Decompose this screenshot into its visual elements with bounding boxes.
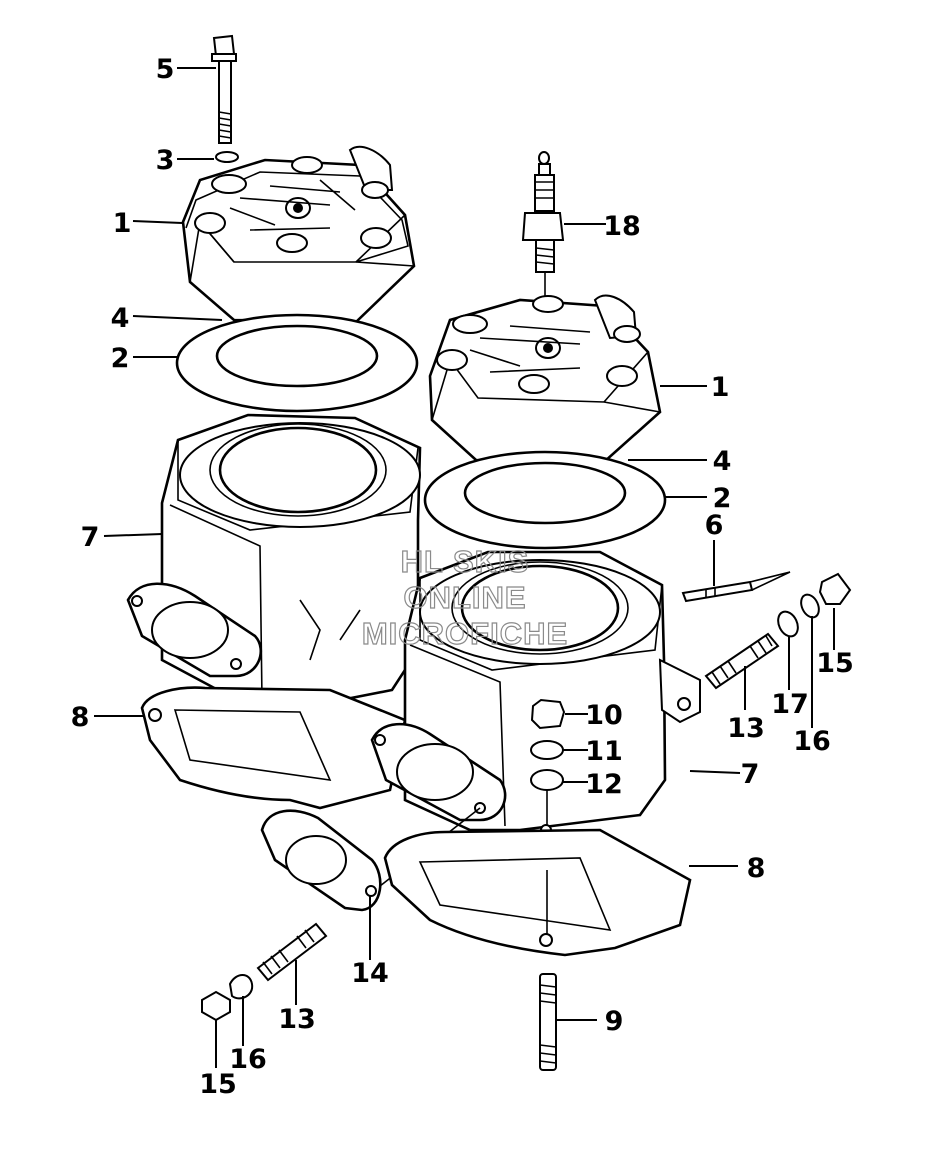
callout-9: 9 [605, 1006, 624, 1037]
head-gasket-right-part [463, 461, 627, 525]
base-gasket-left-part [140, 686, 407, 810]
lock-washer-16-left-part [228, 974, 254, 1000]
callout-8-right: 8 [747, 853, 766, 884]
callout-1-right: 1 [711, 372, 730, 403]
watermark: HL SKIS ONLINE MICROFICHE [361, 543, 568, 651]
callout-labels: 5 3 1 18 4 2 1 4 2 7 6 15 16 17 13 8 10 … [71, 54, 854, 1100]
nut-15-left-part [201, 990, 231, 1022]
callout-4-right: 4 [713, 446, 732, 477]
callout-1-left: 1 [113, 208, 132, 239]
callout-17: 17 [771, 689, 809, 720]
cylinder-head-left-part [181, 145, 416, 324]
callout-16-right: 16 [793, 726, 831, 757]
callout-2-right: 2 [713, 483, 732, 514]
hex-plug-part [530, 698, 566, 730]
spark-plug-part [521, 151, 565, 273]
callout-8-left: 8 [71, 702, 90, 733]
callout-10: 10 [585, 700, 623, 731]
callout-7-left: 7 [81, 522, 100, 553]
watermark-line-3: MICROFICHE [362, 616, 568, 651]
callout-15-left: 15 [199, 1069, 237, 1100]
callout-11: 11 [585, 736, 623, 767]
callout-2-left: 2 [111, 343, 130, 374]
base-gasket-right-part [383, 828, 692, 957]
watermark-line-1: HL SKIS [401, 544, 530, 579]
callout-7-right: 7 [741, 759, 760, 790]
callout-13-left: 13 [278, 1004, 316, 1035]
callout-14: 14 [351, 958, 389, 989]
callout-6: 6 [705, 510, 724, 541]
exhaust-stud-left-part [256, 922, 328, 982]
callout-5: 5 [156, 54, 175, 85]
cylinder-right-part [370, 550, 701, 832]
callout-12: 12 [585, 769, 623, 800]
callout-3: 3 [156, 145, 175, 176]
nut-15-right-part [818, 572, 852, 605]
washer-17-part [777, 610, 799, 638]
cylinder-left-part [126, 413, 422, 712]
head-bolt-part [211, 34, 237, 144]
washer-part [215, 151, 239, 163]
watermark-line-2: ONLINE [403, 580, 526, 615]
lock-washer-16-right-part [800, 593, 820, 619]
callout-4-left: 4 [111, 303, 130, 334]
lock-washer-part [530, 740, 564, 760]
callout-15-right: 15 [816, 648, 854, 679]
callout-18: 18 [603, 211, 641, 242]
base-stud-part [539, 973, 557, 1071]
exhaust-stud-right-part [704, 632, 780, 690]
cylinder-head-right-part [428, 294, 662, 464]
callout-13-right: 13 [727, 713, 765, 744]
flat-washer-part [530, 769, 564, 791]
head-gasket-left-part [215, 324, 379, 388]
callout-16-left: 16 [229, 1044, 267, 1075]
leader-lines [94, 67, 835, 1068]
alignment-pin-part [681, 571, 791, 603]
exhaust-gasket-part [260, 809, 382, 912]
